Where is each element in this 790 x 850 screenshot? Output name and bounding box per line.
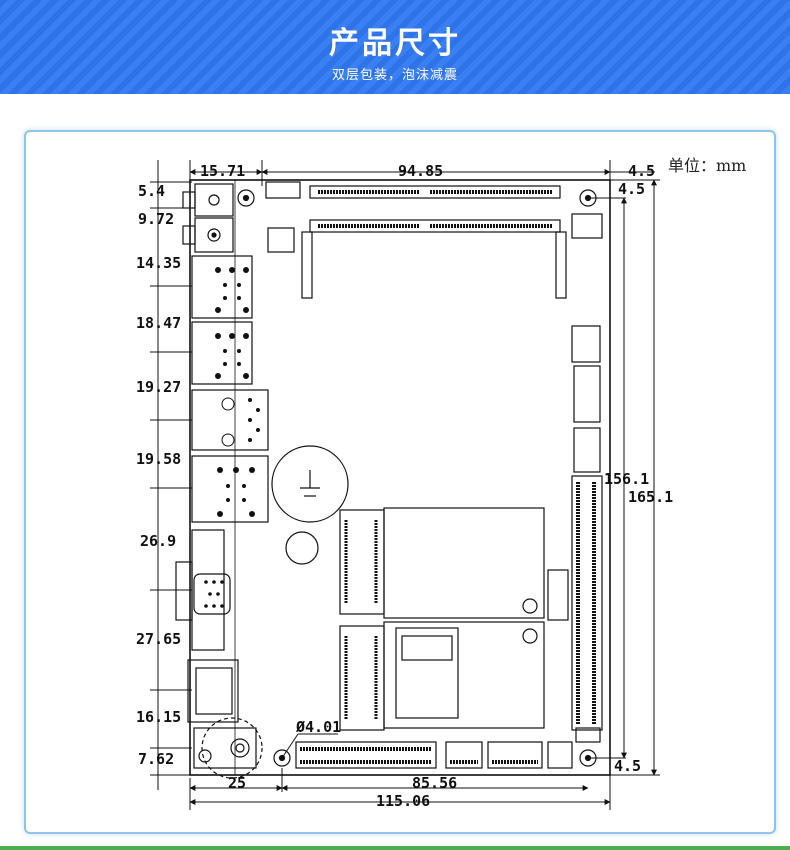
dim-right-inner-height: 156.1 <box>604 470 649 488</box>
diagram-frame <box>24 130 776 834</box>
board-outline <box>189 179 611 776</box>
dim-left-1: 5.4 <box>138 182 165 200</box>
bottom-pin-headers <box>295 741 573 769</box>
dim-bottom-right-offset: 4.5 <box>614 757 641 775</box>
dim-top-span: 94.85 <box>398 162 443 180</box>
unit-label: 单位：mm <box>668 156 747 175</box>
page-title: 产品尺寸 <box>329 26 461 61</box>
sodimm-slot <box>265 181 603 299</box>
page-subtitle: 双层包装，泡沫减震 <box>331 68 458 83</box>
dim-left-6: 19.58 <box>136 450 181 468</box>
dim-left-2: 9.72 <box>138 210 174 228</box>
dim-top-left-width: 15.71 <box>200 162 245 180</box>
dim-hole-diameter: Ø4.01 <box>295 718 341 736</box>
dim-bottom-total: 115.06 <box>376 792 430 810</box>
dimension-lines <box>150 160 660 810</box>
connector-pins <box>204 267 260 608</box>
dimension-labels: 15.71 94.85 4.5 4.5 5.4 9.72 14.35 18.47… <box>136 162 673 810</box>
dim-left-10: 7.62 <box>138 750 174 768</box>
mounting-holes <box>237 189 597 767</box>
dim-left-3: 14.35 <box>136 254 181 272</box>
rtc-battery <box>271 445 349 565</box>
bottom-accent-strip <box>0 846 790 850</box>
dim-left-4: 18.47 <box>136 314 181 332</box>
dim-top-right-offset-2: 4.5 <box>618 180 645 198</box>
header-banner: 产品尺寸 双层包装，泡沫减震 <box>0 0 790 94</box>
dim-bottom-span: 85.56 <box>412 774 457 792</box>
right-pin-headers <box>547 325 603 743</box>
dim-top-right-offset: 4.5 <box>628 162 655 180</box>
dim-left-9: 16.15 <box>136 708 181 726</box>
dim-left-7: 26.9 <box>140 532 176 550</box>
dim-right-outer-height: 165.1 <box>628 488 673 506</box>
dim-left-5: 19.27 <box>136 378 181 396</box>
dim-bottom-left: 25 <box>228 774 246 792</box>
left-io-connectors <box>175 183 269 779</box>
mini-pcie-slots <box>339 507 545 731</box>
dim-left-8: 27.65 <box>136 630 181 648</box>
